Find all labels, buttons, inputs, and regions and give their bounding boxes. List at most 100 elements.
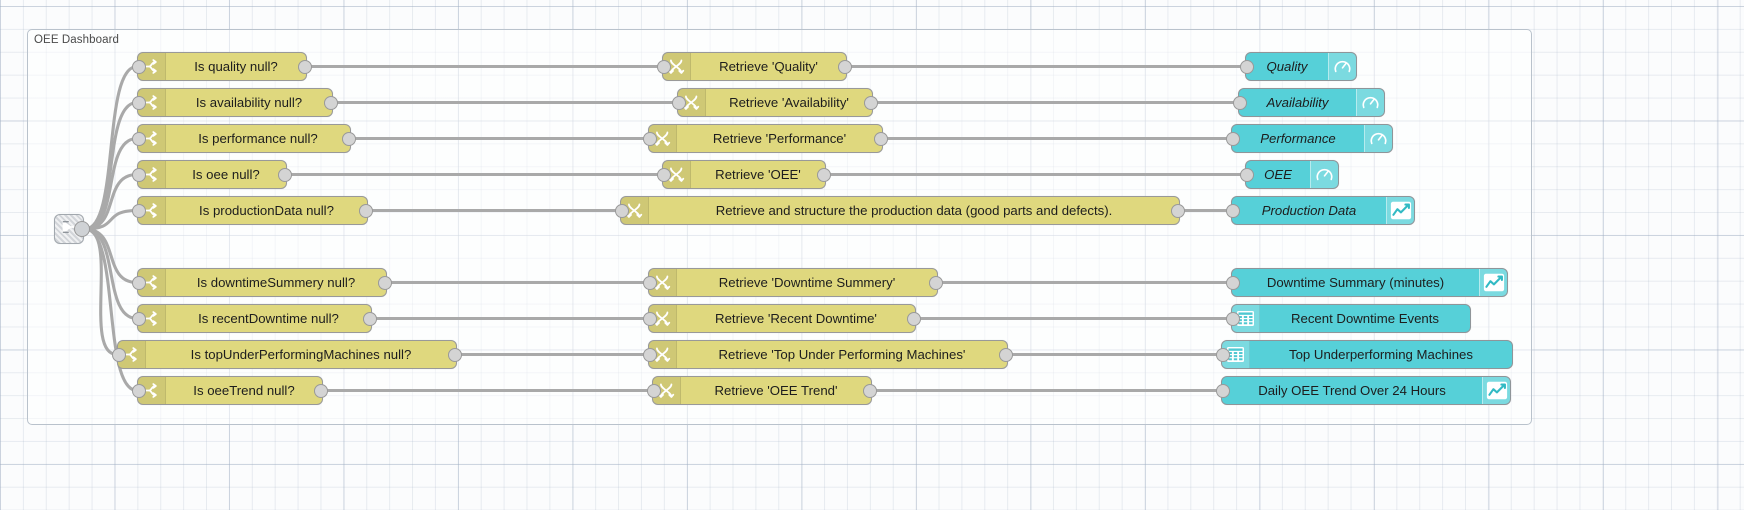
switch-node-quality-label: Is quality null? [194, 58, 278, 74]
dashboard-node-quality[interactable]: Quality [1240, 52, 1357, 81]
change-node-productionData-label: Retrieve and structure the production da… [715, 202, 1113, 218]
change-node-performance[interactable]: Retrieve 'Performance' [643, 124, 888, 153]
input-port[interactable] [647, 383, 661, 398]
input-port[interactable] [112, 347, 126, 362]
change-node-oee-label: Retrieve 'OEE' [715, 166, 801, 182]
input-port[interactable] [643, 131, 657, 146]
change-node-quality[interactable]: Retrieve 'Quality' [657, 52, 852, 81]
input-port[interactable] [643, 311, 657, 326]
input-port[interactable] [643, 347, 657, 362]
switch-node-recentDowntime[interactable]: Is recentDowntime null? [132, 304, 377, 333]
output-port[interactable] [864, 95, 878, 110]
dashboard-node-downtimeSummery-label: Downtime Summary (minutes) [1266, 274, 1445, 290]
change-node-topUnderPerformingMachines-label: Retrieve 'Top Under Performing Machines' [718, 346, 966, 362]
change-node-downtimeSummery[interactable]: Retrieve 'Downtime Summery' [643, 268, 943, 297]
dashboard-node-performance[interactable]: Performance [1226, 124, 1393, 153]
switch-node-availability[interactable]: Is availability null? [132, 88, 338, 117]
switch-node-oee-label: Is oee null? [192, 166, 260, 182]
switch-node-topUnderPerformingMachines[interactable]: Is topUnderPerformingMachines null? [112, 340, 462, 369]
dashboard-node-topUnderPerformingMachines-label: Top Underperforming Machines [1289, 346, 1473, 362]
input-port[interactable] [1216, 347, 1230, 362]
output-port[interactable] [278, 167, 292, 182]
output-port[interactable] [314, 383, 328, 398]
change-node-oeeTrend[interactable]: Retrieve 'OEE Trend' [647, 376, 877, 405]
gauge-icon [1328, 53, 1356, 80]
switch-node-recentDowntime-label: Is recentDowntime null? [198, 310, 339, 326]
table-icon [1222, 341, 1250, 368]
change-node-availability-label: Retrieve 'Availability' [729, 94, 849, 110]
input-port[interactable] [615, 203, 629, 218]
input-port[interactable] [1240, 59, 1254, 74]
output-port[interactable] [363, 311, 377, 326]
input-port[interactable] [657, 59, 671, 74]
input-port[interactable] [1226, 131, 1240, 146]
switch-node-performance[interactable]: Is performance null? [132, 124, 356, 153]
output-port[interactable] [324, 95, 338, 110]
dashboard-node-recentDowntime[interactable]: Recent Downtime Events [1226, 304, 1471, 333]
input-port[interactable] [1240, 167, 1254, 182]
input-port[interactable] [132, 167, 146, 182]
input-port[interactable] [1216, 383, 1230, 398]
group-label: OEE Dashboard [34, 34, 120, 46]
change-node-availability[interactable]: Retrieve 'Availability' [672, 88, 878, 117]
output-port[interactable] [874, 131, 888, 146]
switch-node-downtimeSummery[interactable]: Is downtimeSummery null? [132, 268, 392, 297]
dashboard-node-downtimeSummery[interactable]: Downtime Summary (minutes) [1226, 268, 1508, 297]
output-port[interactable] [298, 59, 312, 74]
input-port[interactable] [1226, 203, 1240, 218]
dashboard-node-productionData[interactable]: Production Data [1226, 196, 1415, 225]
switch-node-quality[interactable]: Is quality null? [132, 52, 312, 81]
change-node-productionData[interactable]: Retrieve and structure the production da… [615, 196, 1185, 225]
change-node-recentDowntime[interactable]: Retrieve 'Recent Downtime' [643, 304, 921, 333]
output-port[interactable] [74, 221, 90, 237]
chart-line-icon [1386, 197, 1414, 224]
input-port[interactable] [1226, 311, 1240, 326]
output-port[interactable] [342, 131, 356, 146]
gauge-icon [1310, 161, 1338, 188]
dashboard-node-quality-label: Quality [1266, 58, 1308, 74]
dashboard-node-recentDowntime-label: Recent Downtime Events [1290, 310, 1440, 326]
link-in-node[interactable] [54, 214, 90, 244]
input-port[interactable] [132, 311, 146, 326]
chart-line-icon [1482, 377, 1510, 404]
output-port[interactable] [448, 347, 462, 362]
output-port[interactable] [999, 347, 1013, 362]
input-port[interactable] [672, 95, 686, 110]
change-node-performance-label: Retrieve 'Performance' [712, 130, 847, 146]
input-port[interactable] [132, 131, 146, 146]
output-port[interactable] [817, 167, 831, 182]
output-port[interactable] [863, 383, 877, 398]
change-node-oeeTrend-label: Retrieve 'OEE Trend' [714, 382, 838, 398]
input-port[interactable] [643, 275, 657, 290]
dashboard-node-productionData-label: Production Data [1261, 202, 1357, 218]
input-port[interactable] [1226, 275, 1240, 290]
input-port[interactable] [132, 95, 146, 110]
dashboard-node-oee[interactable]: OEE [1240, 160, 1339, 189]
input-port[interactable] [132, 275, 146, 290]
dashboard-node-oeeTrend[interactable]: Daily OEE Trend Over 24 Hours [1216, 376, 1511, 405]
output-port[interactable] [1171, 203, 1185, 218]
output-port[interactable] [929, 275, 943, 290]
input-port[interactable] [132, 383, 146, 398]
dashboard-node-performance-label: Performance [1260, 130, 1336, 146]
switch-node-oeeTrend[interactable]: Is oeeTrend null? [132, 376, 328, 405]
output-port[interactable] [838, 59, 852, 74]
output-port[interactable] [359, 203, 373, 218]
change-node-oee[interactable]: Retrieve 'OEE' [657, 160, 831, 189]
change-node-quality-label: Retrieve 'Quality' [719, 58, 818, 74]
switch-node-oee[interactable]: Is oee null? [132, 160, 292, 189]
switch-node-productionData[interactable]: Is productionData null? [132, 196, 373, 225]
change-node-downtimeSummery-label: Retrieve 'Downtime Summery' [718, 274, 896, 290]
output-port[interactable] [907, 311, 921, 326]
chart-line-icon [1479, 269, 1507, 296]
input-port[interactable] [132, 59, 146, 74]
input-port[interactable] [657, 167, 671, 182]
output-port[interactable] [378, 275, 392, 290]
change-node-topUnderPerformingMachines[interactable]: Retrieve 'Top Under Performing Machines' [643, 340, 1013, 369]
switch-node-performance-label: Is performance null? [198, 130, 318, 146]
input-port[interactable] [132, 203, 146, 218]
input-port[interactable] [1233, 95, 1247, 110]
dashboard-node-topUnderPerformingMachines[interactable]: Top Underperforming Machines [1216, 340, 1513, 369]
dashboard-node-availability[interactable]: Availability [1233, 88, 1385, 117]
